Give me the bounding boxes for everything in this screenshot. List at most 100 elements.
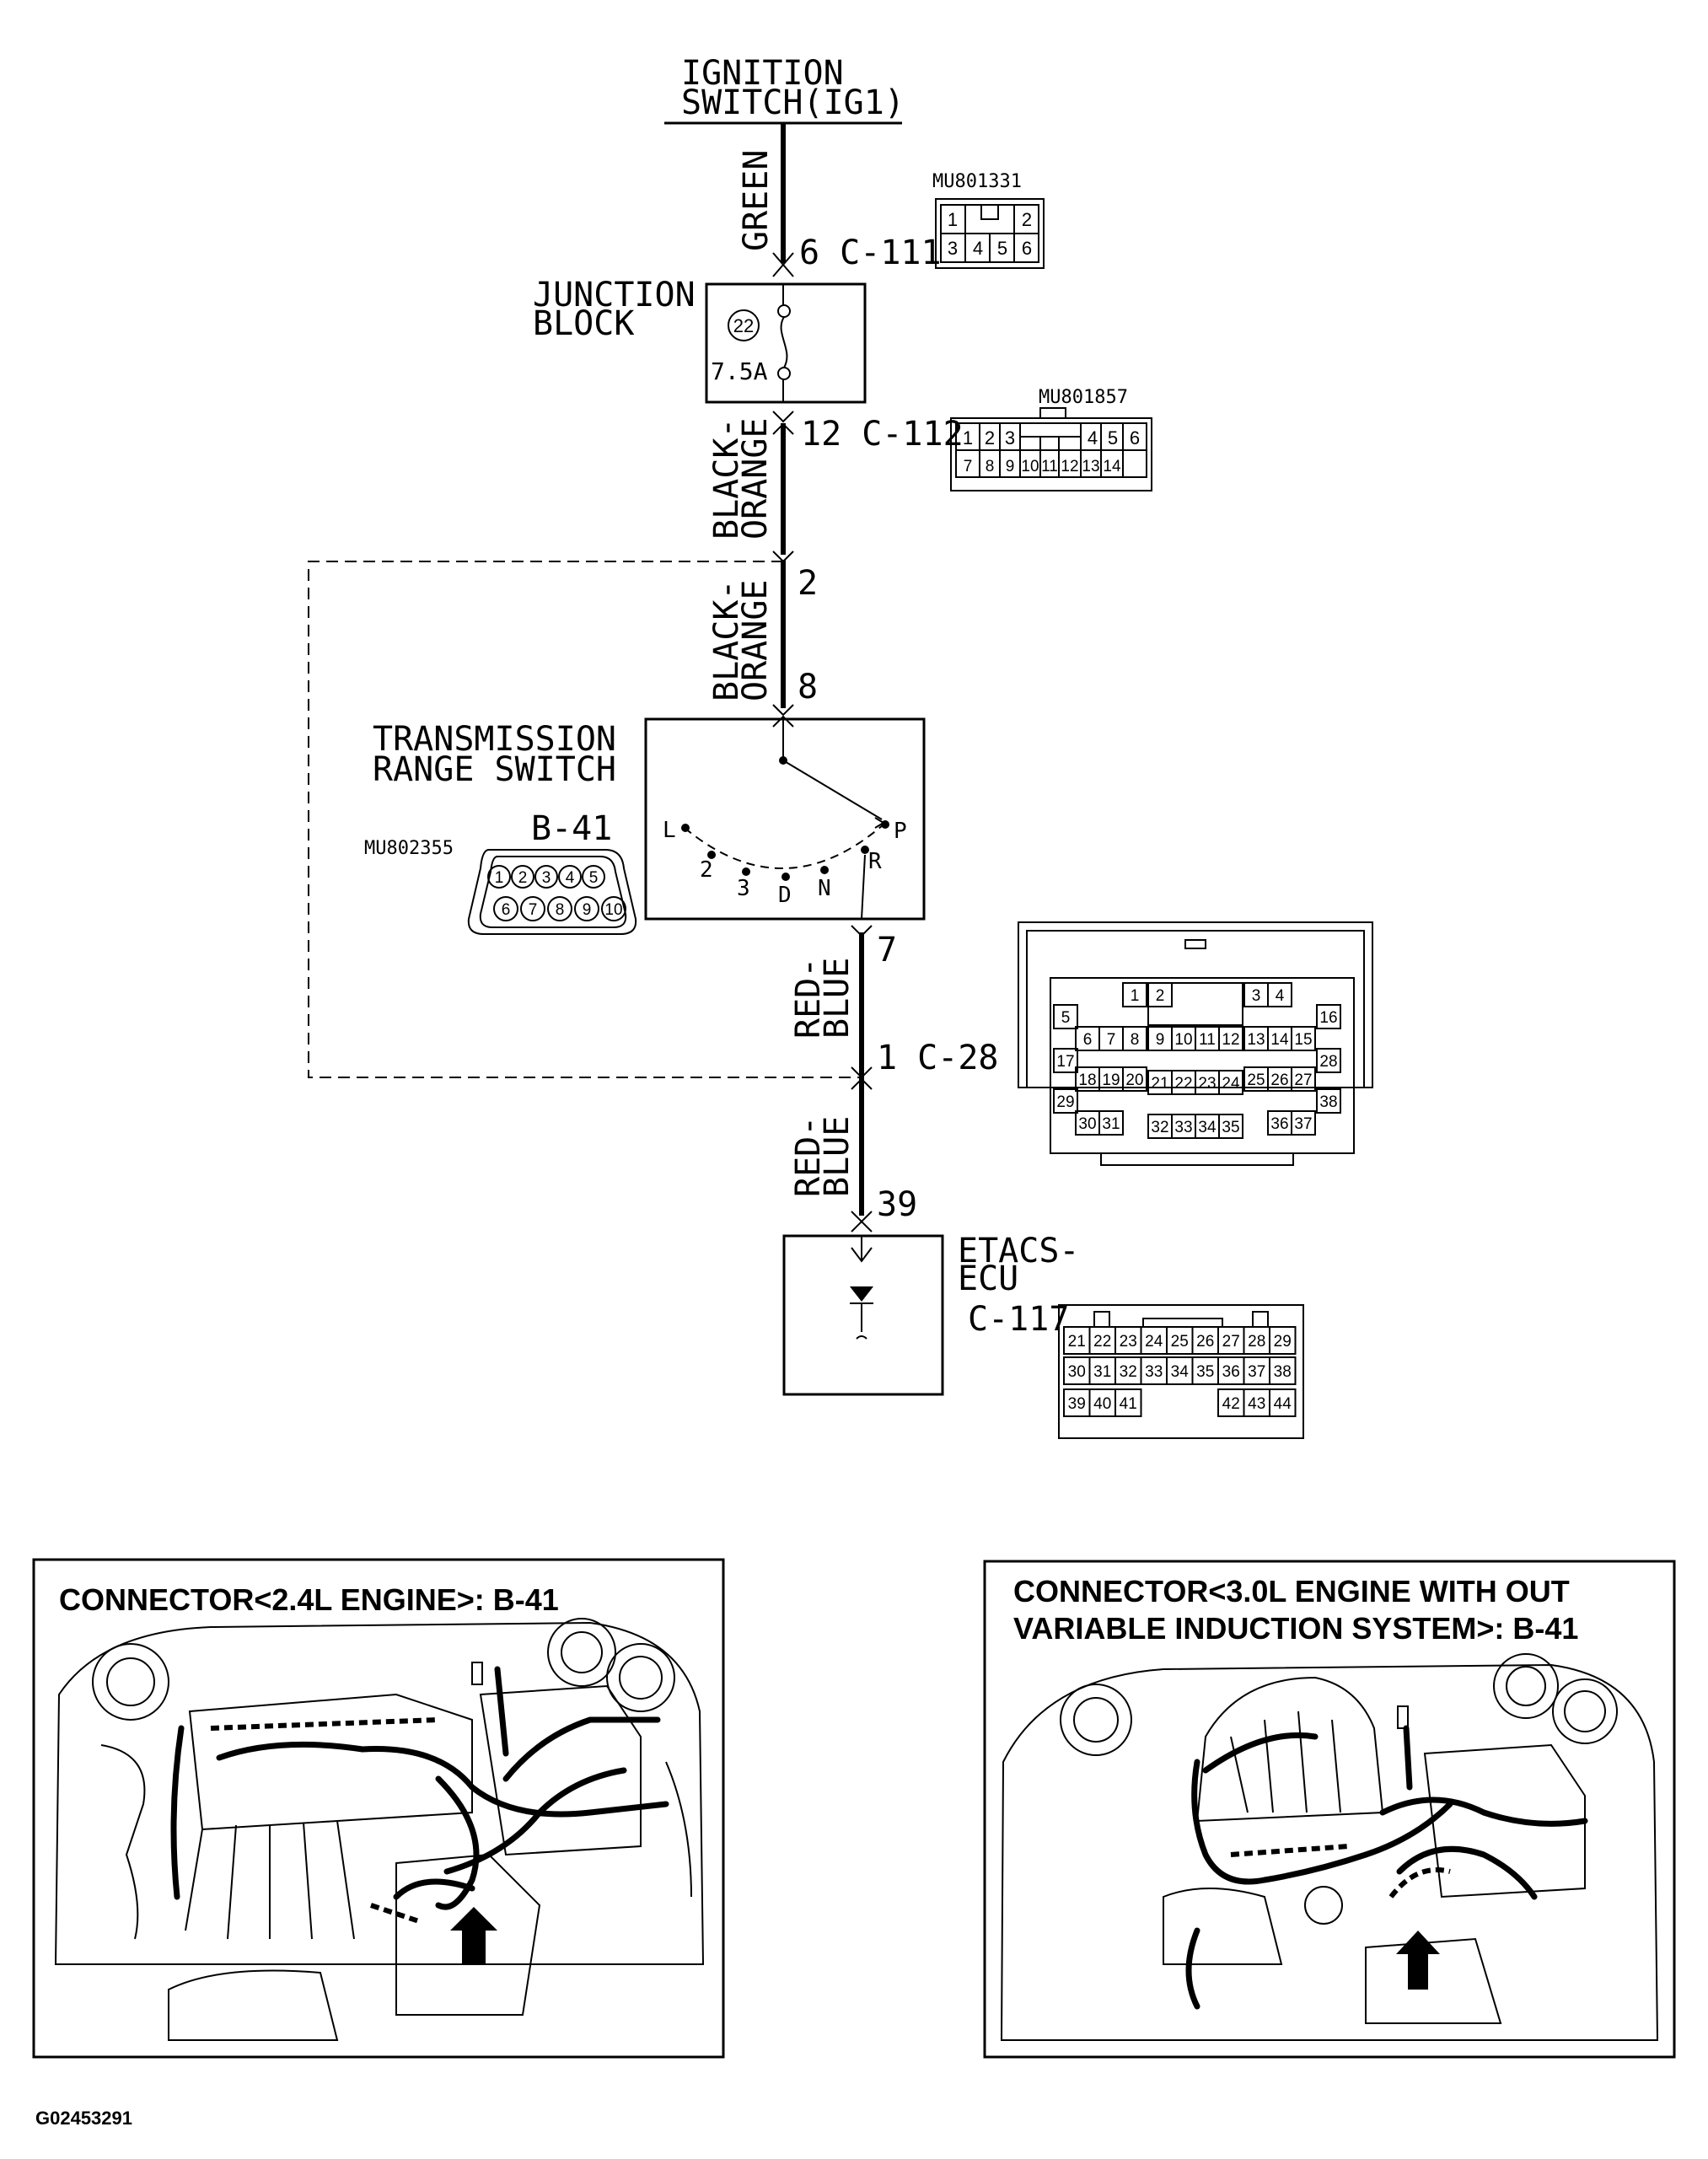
c111-pin-2: 2 <box>1022 209 1032 230</box>
etacs-ecu: ETACS- ECU <box>782 1232 1080 1396</box>
b41-pin-2-circle <box>511 865 534 889</box>
c28-pin-37: 37 <box>1294 1115 1312 1133</box>
trs-pos-2: 2 <box>700 857 713 883</box>
c28-pin-10: 10 <box>1174 1031 1192 1049</box>
b41-pin-8: 8 <box>556 901 565 919</box>
c117-pin-26: 26 <box>1196 1333 1214 1351</box>
trs-dot-l <box>681 824 690 832</box>
c28-pin-7: 7 <box>1107 1031 1116 1049</box>
pin-7-label: 7 <box>877 931 897 969</box>
b41-face <box>479 856 627 928</box>
c117-pin-25: 25 <box>1171 1333 1189 1351</box>
c111-pin-6: 6 <box>1022 238 1032 259</box>
b41-pin-1-circle <box>487 865 511 889</box>
c28-pin-11: 11 <box>1199 1031 1216 1049</box>
fuse-element <box>780 316 788 368</box>
c112-pin-7: 7 <box>964 458 973 475</box>
right-panel-frame <box>983 1560 1676 2059</box>
trs-dot-2 <box>707 851 716 859</box>
trs-wiper-arm <box>782 760 883 820</box>
trs-label-line1: TRANSMISSION <box>373 720 616 759</box>
c28-pin-26: 26 <box>1270 1071 1288 1089</box>
pin39-connector-mark <box>851 1211 873 1233</box>
c28-pin-13: 13 <box>1247 1031 1265 1049</box>
c117-pin-30: 30 <box>1068 1363 1086 1381</box>
trs-box <box>644 717 926 921</box>
right-engine-illustration <box>1000 1653 1659 2041</box>
trs-pos-d: D <box>778 883 792 908</box>
c28-pin-15: 15 <box>1294 1031 1312 1049</box>
c117-pin-43: 43 <box>1248 1395 1265 1413</box>
c117-pin-29: 29 <box>1274 1333 1292 1351</box>
right-panel-arrow-head <box>1396 1931 1440 1990</box>
c112-pin-12: 12 <box>1061 458 1078 475</box>
c28-latch <box>1184 939 1206 949</box>
c117-pin-38: 38 <box>1274 1363 1292 1381</box>
figure-id: G02453291 <box>35 2108 132 2129</box>
c117-pin-22: 22 <box>1093 1333 1111 1351</box>
c117-pin-33: 33 <box>1145 1363 1163 1381</box>
c28-pin-3: 3 <box>1252 987 1261 1005</box>
c117-pin-21: 21 <box>1068 1333 1086 1351</box>
c117-pin-37: 37 <box>1248 1363 1265 1381</box>
pin8-connector-mark <box>772 704 794 728</box>
b41-pin-6-circle <box>493 896 518 921</box>
b41-label: B-41 <box>531 809 612 848</box>
b41-part-number: MU802355 <box>364 838 454 859</box>
c117-pin-42: 42 <box>1222 1395 1240 1413</box>
c28-pin-21: 21 <box>1151 1075 1168 1093</box>
c28-pin-18: 18 <box>1078 1071 1096 1089</box>
right-panel-title-line1: CONNECTOR<3.0L ENGINE WITH OUT <box>1013 1574 1570 1609</box>
trs-range-arc <box>684 824 884 869</box>
c28-pin-4: 4 <box>1276 987 1285 1005</box>
c112-pin-11: 11 <box>1041 458 1058 475</box>
c28-pin-27-cell <box>1291 1066 1316 1092</box>
wire-label-black-orange-1: BLACK- ORANGE <box>707 418 775 540</box>
ignition-switch: IGNITION SWITCH(IG1) <box>664 54 905 125</box>
c112-part-number: MU801857 <box>1039 387 1128 408</box>
fuse-number-circle <box>728 309 760 341</box>
c28-pin-32: 32 <box>1151 1119 1168 1136</box>
c28-pin-28: 28 <box>1319 1053 1337 1071</box>
c28-pin-34: 34 <box>1198 1119 1217 1136</box>
trs-dot-d <box>781 873 790 881</box>
trs-output-lead <box>861 854 866 920</box>
c28-pin-8: 8 <box>1131 1031 1140 1049</box>
c28-pin-38: 38 <box>1319 1093 1337 1111</box>
ignition-switch-label-line2: SWITCH(IG1) <box>681 83 905 122</box>
b41-pin-8-circle <box>547 896 572 921</box>
c111-pin-4: 4 <box>973 238 983 259</box>
c28-pin-9: 9 <box>1156 1031 1165 1049</box>
b41-pin-1: 1 <box>495 869 504 887</box>
c28-pin-5-cell <box>1053 1004 1078 1029</box>
c112-pin-4: 4 <box>1088 427 1098 448</box>
c117-pin-32: 32 <box>1120 1363 1137 1381</box>
c117-pin-35: 35 <box>1196 1363 1214 1381</box>
c28-bottom-key <box>1100 1152 1294 1166</box>
connector-c112: MU801857 <box>950 387 1152 491</box>
b41-pin-3-circle <box>534 865 558 889</box>
wire-label-red-blue-1: RED- BLUE <box>789 958 857 1039</box>
c28-pin-31-cell <box>1098 1110 1124 1136</box>
b41-pin-4: 4 <box>566 869 575 887</box>
c28-pin-6: 6 <box>1083 1031 1093 1049</box>
c111-pin-3: 3 <box>948 238 958 259</box>
wire-label-green-text: GREEN <box>737 150 776 251</box>
trs-dot-3 <box>742 867 750 876</box>
etacs-ground-mark <box>856 1335 867 1340</box>
c28-pin-27: 27 <box>1294 1071 1312 1089</box>
b41-pin-9: 9 <box>583 901 592 919</box>
right-panel-title-line2: VARIABLE INDUCTION SYSTEM>: B-41 <box>1013 1611 1578 1646</box>
c111-connector-mark <box>772 252 794 277</box>
c112-pin-8: 8 <box>986 458 995 475</box>
trs-pos-r: R <box>868 849 882 874</box>
b41-pin-10-circle <box>601 896 626 921</box>
b41-pin-9-circle <box>574 896 599 921</box>
c117-pin-41: 41 <box>1120 1395 1137 1413</box>
junction-block: JUNCTION BLOCK 22 7.5A <box>533 276 867 404</box>
right-engine-panel: CONNECTOR<3.0L ENGINE WITH OUT VARIABLE … <box>983 1560 1676 2059</box>
trs-pos-3: 3 <box>737 876 750 901</box>
junction-block-label-line2: BLOCK <box>533 304 634 343</box>
